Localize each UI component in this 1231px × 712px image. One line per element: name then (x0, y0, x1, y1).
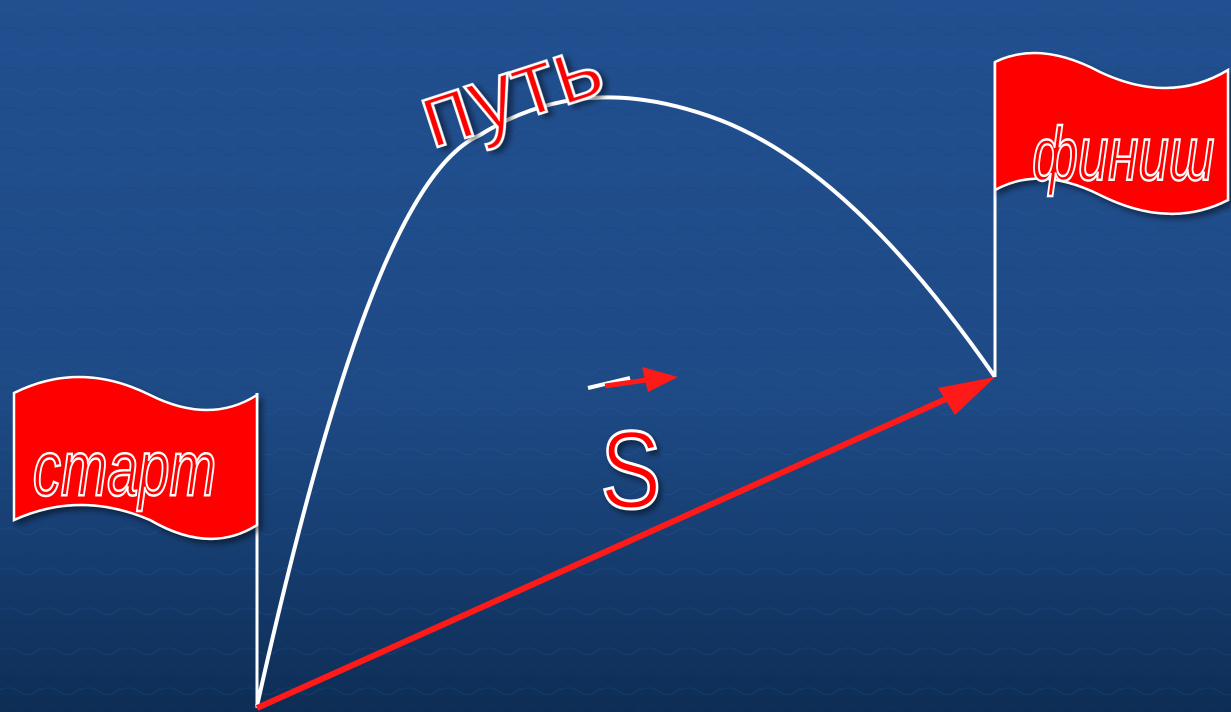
start-flag: старт (12, 375, 259, 708)
displacement-label: S (600, 409, 661, 532)
vector-symbol: S (587, 367, 678, 533)
trajectory-curve (255, 95, 997, 707)
displacement-arrow (255, 383, 977, 711)
red-flag-icon (993, 51, 1230, 215)
vector-arrowhead-icon (642, 367, 678, 392)
finish-label: финиш (1032, 112, 1214, 197)
finish-flag: финиш (993, 51, 1230, 377)
start-label: старт (33, 425, 216, 512)
red-flag-icon (12, 375, 259, 541)
displacement-vector (255, 377, 995, 711)
displacement-arrowhead (938, 377, 995, 415)
